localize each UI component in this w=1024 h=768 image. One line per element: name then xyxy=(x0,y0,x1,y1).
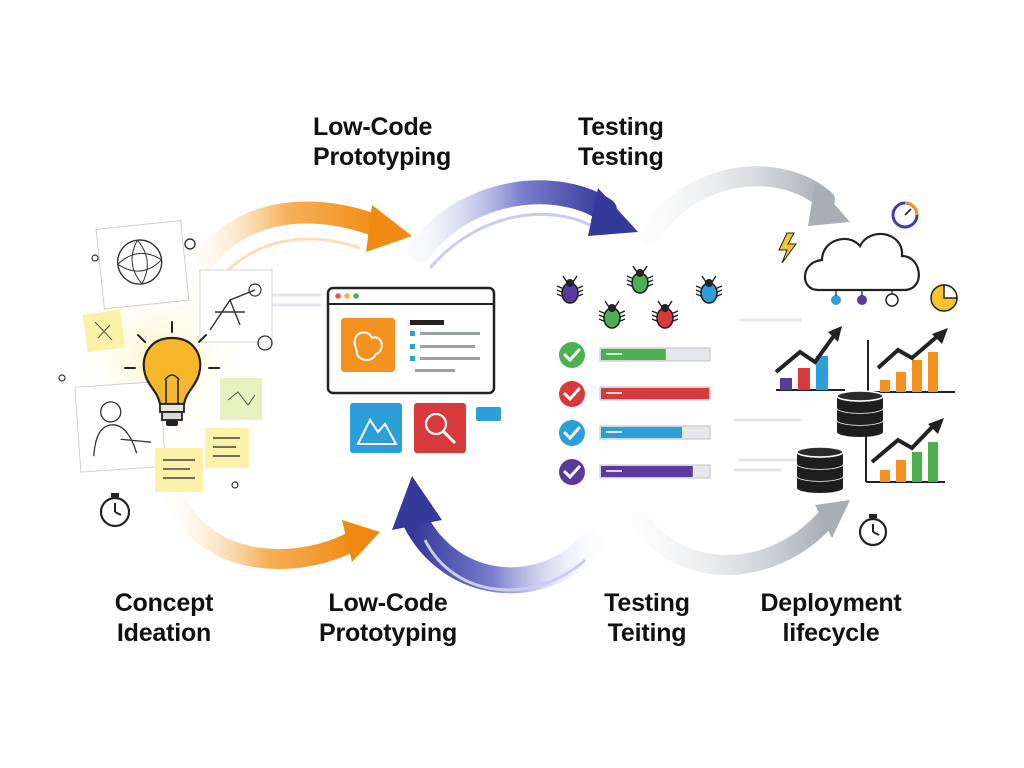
sketch-paper-icon xyxy=(199,269,273,343)
mountain-image-icon xyxy=(350,403,402,453)
ideation-cluster xyxy=(58,219,273,528)
check-circle-icon xyxy=(559,381,585,407)
check-circle-icon xyxy=(559,342,585,368)
test-row xyxy=(559,342,711,368)
testing-cluster xyxy=(556,265,723,485)
label-line: Low-Code xyxy=(313,113,433,141)
arrow-head xyxy=(342,520,380,562)
stage-label-testing-bottom: Testing Teiting xyxy=(592,588,702,648)
arrow-ideation-to-prototype-top xyxy=(179,201,393,296)
test-row xyxy=(559,381,711,407)
stopwatch-icon xyxy=(99,493,131,528)
check-circle-icon xyxy=(559,420,585,446)
stage-label-deployment: Deployment lifecycle xyxy=(748,588,914,648)
cloud-icon xyxy=(803,232,920,292)
progress-fill xyxy=(601,349,666,360)
database-icon xyxy=(796,446,844,493)
sketch-paper-icon xyxy=(74,380,167,473)
arrow-head xyxy=(815,500,850,538)
sticky-note-icon xyxy=(205,428,249,468)
lightning-icon xyxy=(778,232,797,264)
stopwatch-icon xyxy=(858,514,888,547)
database-icon xyxy=(836,390,884,437)
bug-icon xyxy=(556,275,584,304)
arrow-testing-to-deployment-bottom xyxy=(630,510,835,575)
arrow-ideation-to-prototype-bottom xyxy=(165,490,365,569)
deployment-cluster xyxy=(774,201,958,547)
label-line: Testing xyxy=(578,113,664,141)
bug-icon xyxy=(651,300,679,329)
label-line: Testing xyxy=(604,589,690,617)
arrow-testing-to-prototype-bottom xyxy=(402,507,603,594)
bar-chart-icon xyxy=(774,326,845,391)
label-line: Ideation xyxy=(116,619,212,647)
stage-label-prototyping-top: Low-Code Prototyping xyxy=(313,112,451,172)
test-row xyxy=(559,420,711,446)
label-line: Deployment xyxy=(760,589,902,617)
arrow-head xyxy=(366,205,412,252)
bug-icon xyxy=(626,265,654,294)
label-line: Prototyping xyxy=(313,143,452,171)
label-line: Concept xyxy=(114,589,214,617)
arrow-prototype-to-testing-top xyxy=(408,180,617,262)
progress-fill xyxy=(601,427,682,438)
label-line: Prototyping xyxy=(318,619,458,647)
bug-icon xyxy=(695,275,723,304)
lightbulb-icon xyxy=(124,321,220,426)
arrow-testing-to-deployment-top xyxy=(640,166,835,245)
search-image-icon xyxy=(414,403,466,453)
toggle-chip-icon xyxy=(476,407,501,421)
label-line: lifecycle xyxy=(782,619,880,647)
gauge-icon xyxy=(891,201,919,229)
stage-label-prototyping-bottom: Low-Code Prototyping xyxy=(310,588,466,648)
test-row xyxy=(559,459,711,485)
stage-label-testing-top: Testing Testing xyxy=(578,112,664,172)
label-line: Low-Code xyxy=(328,589,448,617)
pie-icon xyxy=(930,284,958,312)
flow-arrows xyxy=(165,166,850,594)
bug-icon xyxy=(598,300,626,329)
arrow-head xyxy=(392,476,442,530)
check-circle-icon xyxy=(559,459,585,485)
bar-chart-icon xyxy=(867,328,955,393)
prototyping-cluster xyxy=(326,286,501,453)
progress-fill xyxy=(601,466,693,477)
browser-window-icon xyxy=(326,286,496,395)
sticky-note-icon xyxy=(155,448,203,492)
label-line: Testing xyxy=(578,143,664,171)
label-line: Teiting xyxy=(607,619,687,647)
progress-fill xyxy=(601,388,709,399)
arrow-head xyxy=(588,188,638,236)
sketch-paper-icon xyxy=(95,219,190,310)
sticky-note-icon xyxy=(220,378,262,420)
arrow-head xyxy=(808,182,850,226)
stage-label-concept-ideation: Concept Ideation xyxy=(104,588,224,648)
